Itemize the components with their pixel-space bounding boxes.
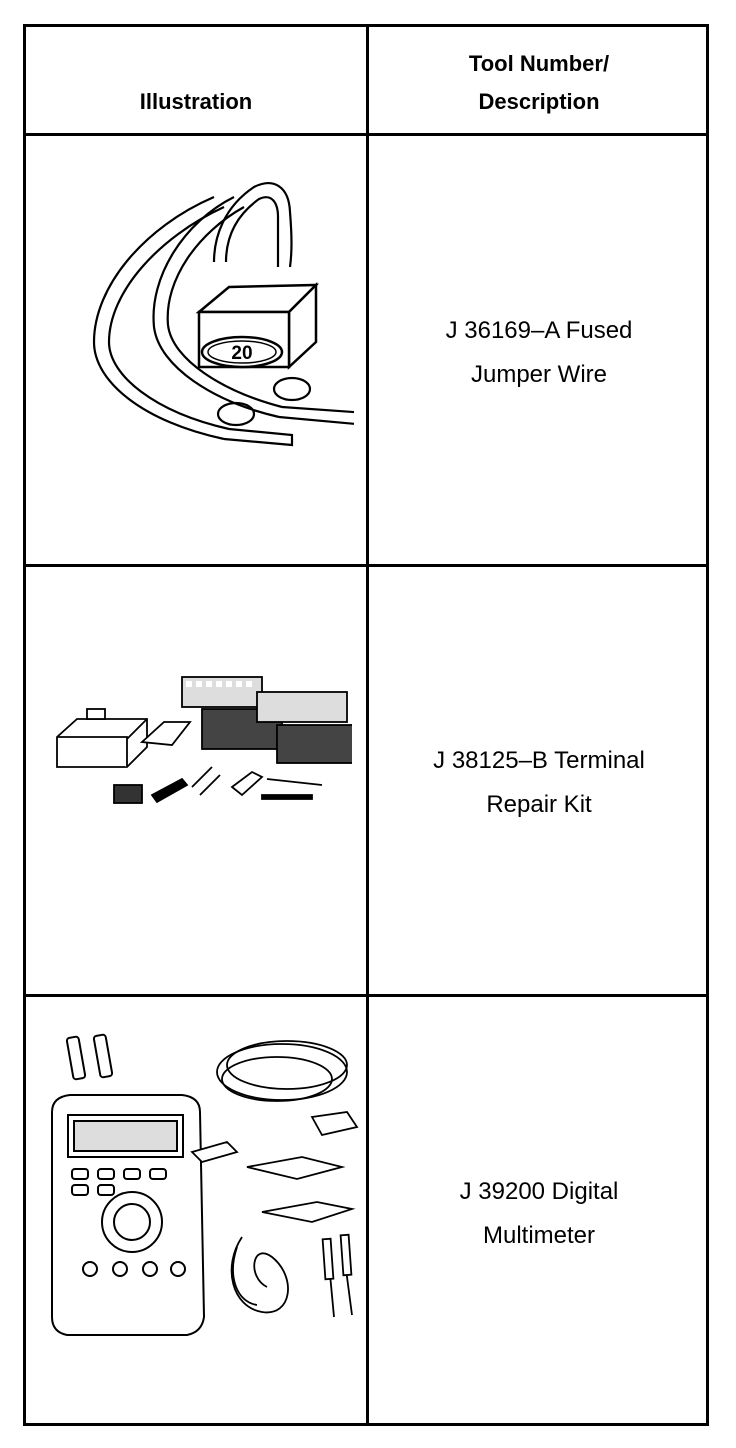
fuse-label-oval	[200, 335, 284, 369]
column-divider	[366, 27, 369, 1423]
fused-jumper-wire-illustration: 20	[92, 182, 354, 447]
tool-header-line2: Description	[478, 89, 600, 114]
row3-desc-line2: Multimeter	[482, 1222, 596, 1249]
tool-header-line1: Tool Number/	[468, 51, 610, 76]
row1-desc-line1: J 36169–A Fused	[445, 317, 633, 344]
illustration-header: Illustration	[139, 89, 253, 114]
digital-multimeter-illustration	[51, 1033, 359, 1336]
row-divider	[26, 994, 706, 997]
tool-table: Illustration Tool Number/ Description J …	[23, 24, 709, 1426]
row2-desc-line2: Repair Kit	[486, 791, 592, 818]
terminal-repair-kit-illustration	[56, 676, 352, 804]
row3-desc-line1: J 39200 Digital	[459, 1178, 619, 1205]
row-divider	[26, 564, 706, 567]
fuse-rating-badge: 20	[231, 343, 252, 364]
row2-desc-line1: J 38125–B Terminal	[433, 747, 645, 774]
header-divider	[26, 133, 706, 136]
row1-desc-line2: Jumper Wire	[470, 361, 608, 388]
